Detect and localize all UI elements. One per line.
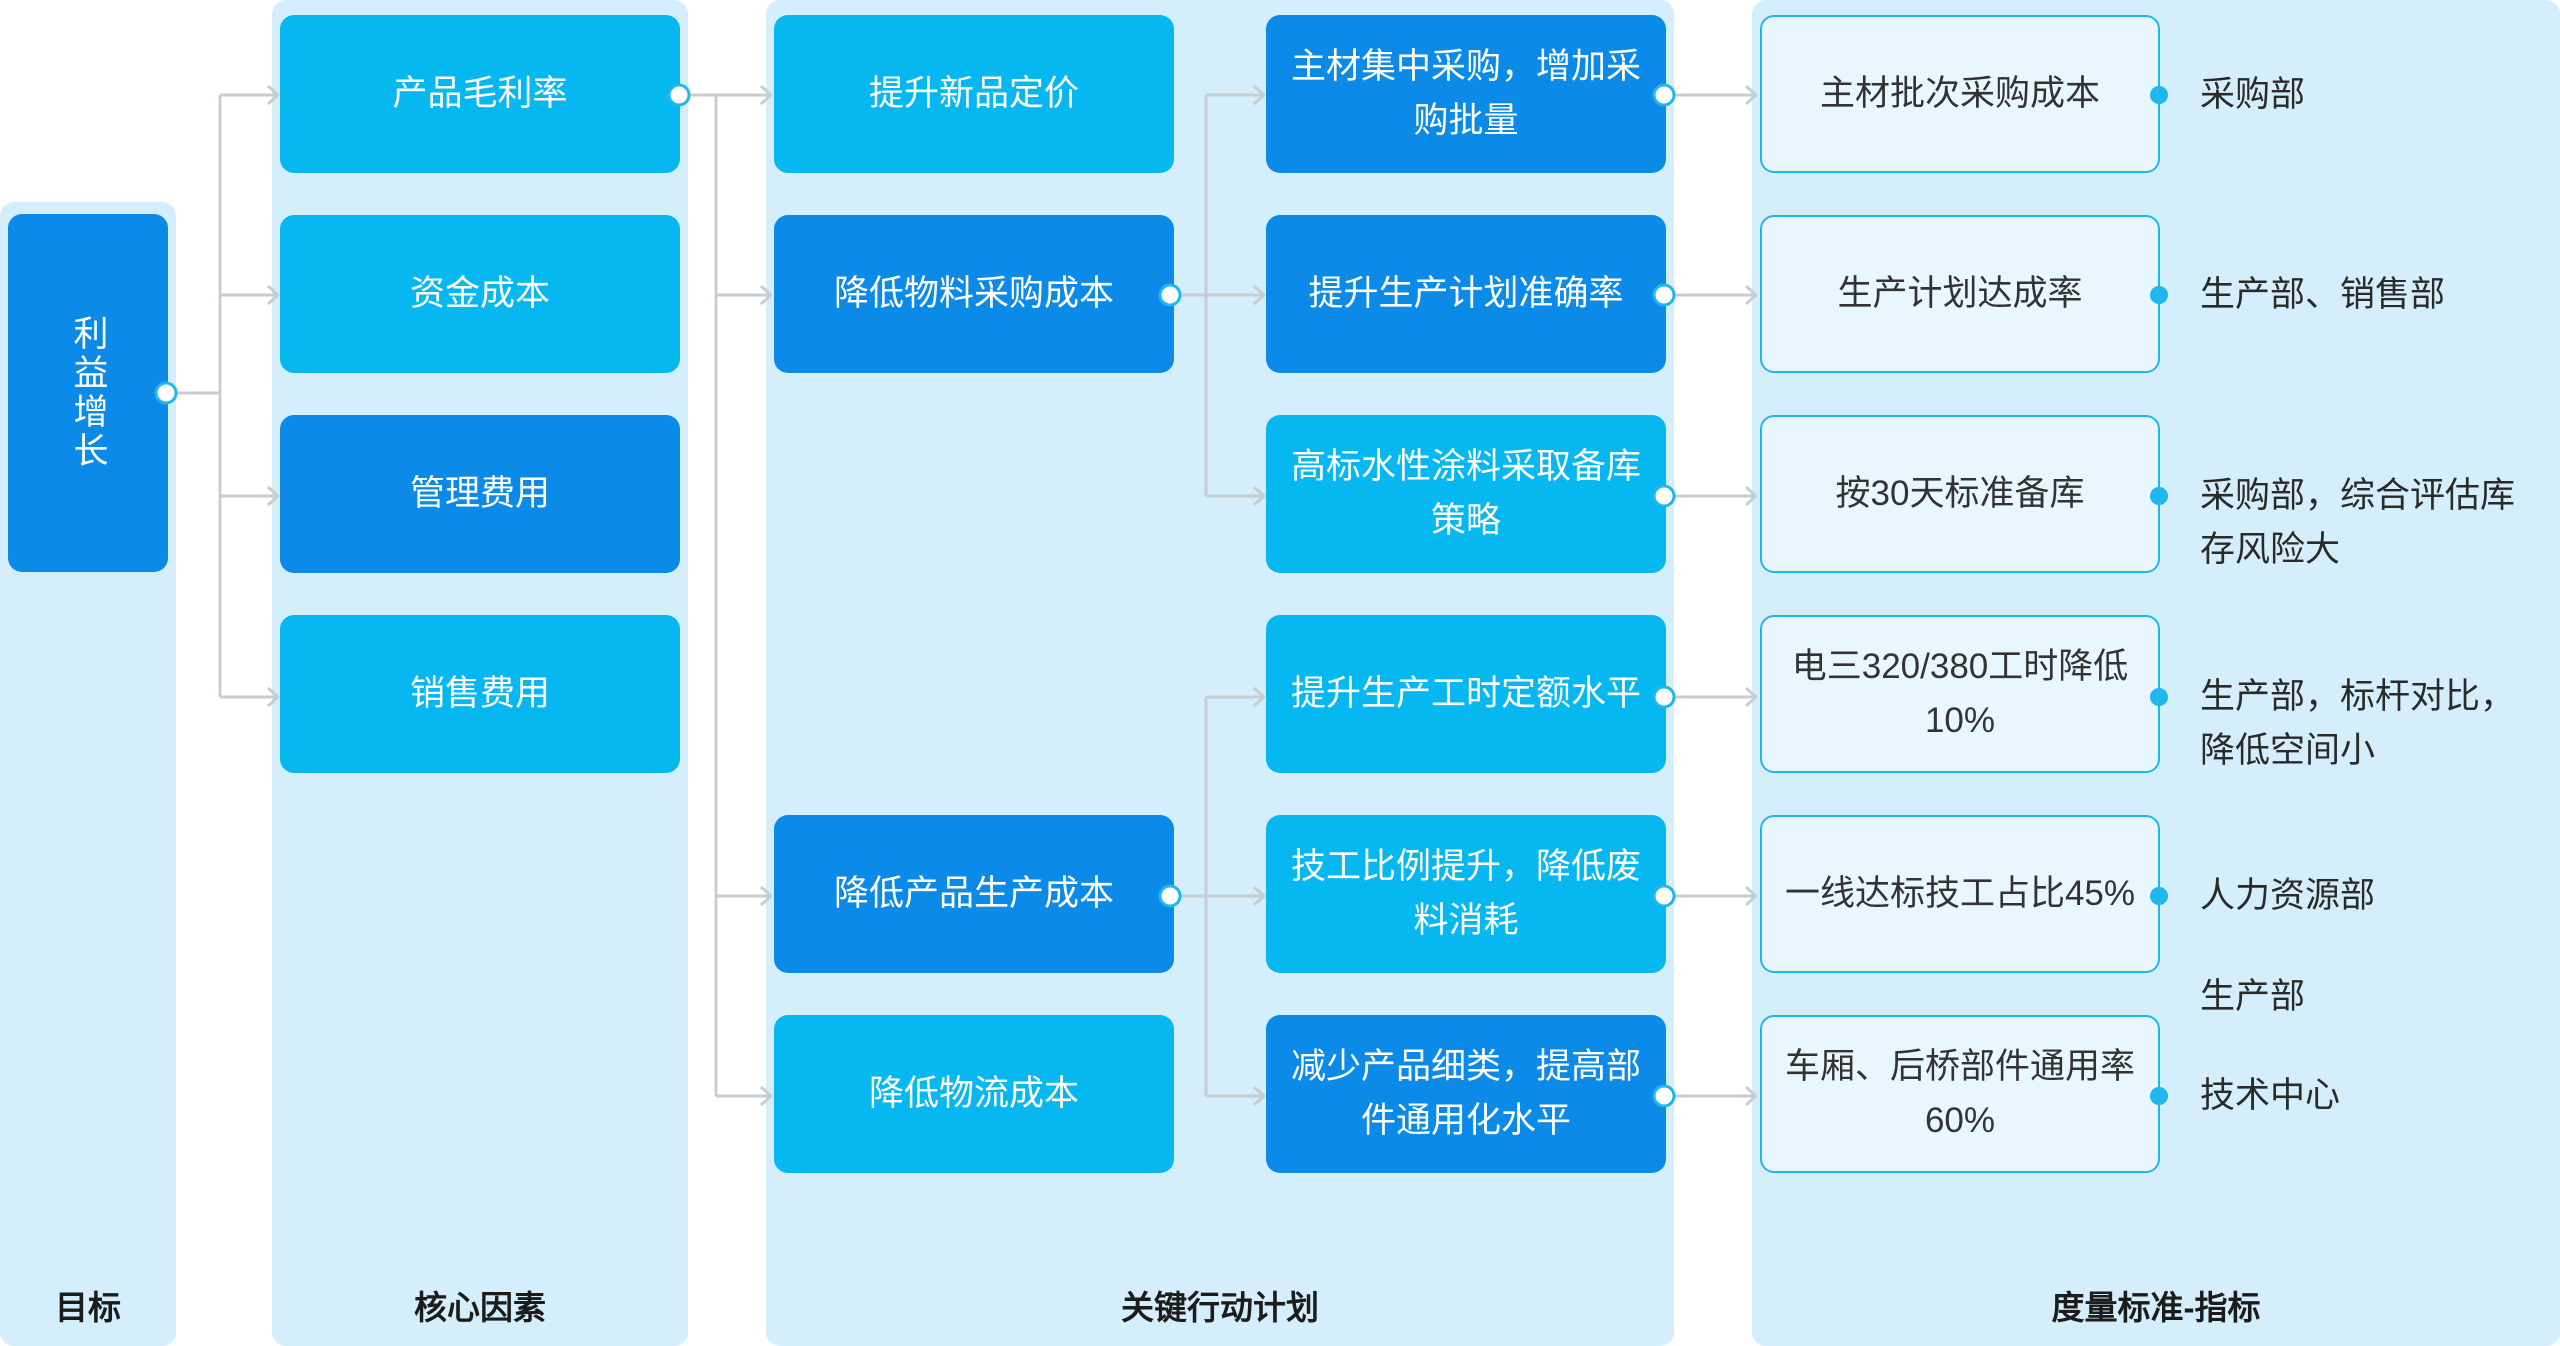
strategy-box: 降低物料采购成本 [774, 215, 1174, 373]
owner-label: 生产部 [2200, 977, 2306, 1016]
metric-label: 主材批次采购成本 [1819, 74, 2100, 113]
strategy-label: 降低产品生产成本 [833, 874, 1114, 913]
connector-dot [1652, 83, 1676, 107]
connector-dot [1652, 685, 1676, 709]
metric-label: 按30天标准备库 [1835, 474, 2085, 513]
action-box: 提升生产计划准确率 [1266, 215, 1666, 373]
metric-label: 车厢、后桥部件通用率60% [1784, 1047, 2135, 1140]
owner-bullet [2150, 688, 2168, 706]
goal-label: 利益增长 [68, 315, 108, 471]
action-box: 主材集中采购，增加采购批量 [1266, 15, 1666, 173]
owner-label: 生产部、销售部 [2200, 275, 2446, 314]
action-box: 提升生产工时定额水平 [1266, 615, 1666, 773]
owner-bullet [2150, 887, 2168, 905]
owner-label: 技术中心 [2200, 1076, 2341, 1115]
strategy-box: 提升新品定价 [774, 15, 1174, 173]
strategy-box: 降低物流成本 [774, 1015, 1174, 1173]
factor-label: 资金成本 [409, 274, 550, 313]
action-label: 提升生产计划准确率 [1308, 274, 1624, 313]
metric-box: 车厢、后桥部件通用率60% [1760, 1015, 2160, 1173]
action-label: 技工比例提升，降低废料消耗 [1290, 847, 1641, 940]
connector-dot [1652, 1084, 1676, 1108]
owner-label: 生产部，标杆对比，降低空间小 [2200, 677, 2516, 770]
goal-column-title: 目标 [55, 1289, 121, 1326]
strategy-label: 降低物料采购成本 [833, 274, 1114, 313]
factor-box: 销售费用 [280, 615, 680, 773]
action-box: 高标水性涂料采取备库策略 [1266, 415, 1666, 573]
action-box: 减少产品细类，提高部件通用化水平 [1266, 1015, 1666, 1173]
factor-box: 管理费用 [280, 415, 680, 573]
factor-box: 资金成本 [280, 215, 680, 373]
connector-dot [1652, 484, 1676, 508]
factor-label: 销售费用 [409, 674, 550, 713]
metric-box: 按30天标准备库 [1760, 415, 2160, 573]
action-label: 高标水性涂料采取备库策略 [1290, 447, 1641, 540]
owner-bullet [2150, 286, 2168, 304]
connector-dot [154, 381, 178, 405]
goal-box: 利益增长 [8, 214, 168, 572]
owner-bullet [2150, 487, 2168, 505]
metric-box: 主材批次采购成本 [1760, 15, 2160, 173]
connector-dot [1158, 283, 1182, 307]
metric-label: 电三320/380工时降低10% [1791, 647, 2129, 740]
action-label: 提升生产工时定额水平 [1290, 674, 1641, 713]
connector-dot [1652, 884, 1676, 908]
strategy-label: 降低物流成本 [868, 1074, 1079, 1113]
strategy-label: 提升新品定价 [868, 74, 1079, 113]
owner-label: 采购部，综合评估库存风险大 [2200, 476, 2516, 569]
action-label: 主材集中采购，增加采购批量 [1290, 47, 1641, 140]
owner-bullet [2150, 1087, 2168, 1105]
metric-box: 生产计划达成率 [1760, 215, 2160, 373]
metric-label: 生产计划达成率 [1837, 274, 2083, 313]
owner-label: 人力资源部 [2200, 876, 2376, 915]
factor-box: 产品毛利率 [280, 15, 680, 173]
actions-column-title: 关键行动计划 [1121, 1289, 1319, 1326]
owner-bullet [2150, 86, 2168, 104]
factor-label: 产品毛利率 [392, 74, 568, 113]
strategy-box: 降低产品生产成本 [774, 815, 1174, 973]
connector-dot [667, 83, 691, 107]
owner-label: 采购部 [2200, 75, 2306, 114]
connector-dot [1158, 884, 1182, 908]
metric-label: 一线达标技工占比45% [1784, 874, 2136, 913]
action-label: 减少产品细类，提高部件通用化水平 [1290, 1047, 1641, 1140]
action-box: 技工比例提升，降低废料消耗 [1266, 815, 1666, 973]
factor-label: 管理费用 [409, 474, 550, 513]
metrics-column-title: 度量标准-指标 [2051, 1289, 2261, 1326]
factors-column-title: 核心因素 [414, 1289, 546, 1326]
metric-box: 电三320/380工时降低10% [1760, 615, 2160, 773]
connector-dot [1652, 283, 1676, 307]
